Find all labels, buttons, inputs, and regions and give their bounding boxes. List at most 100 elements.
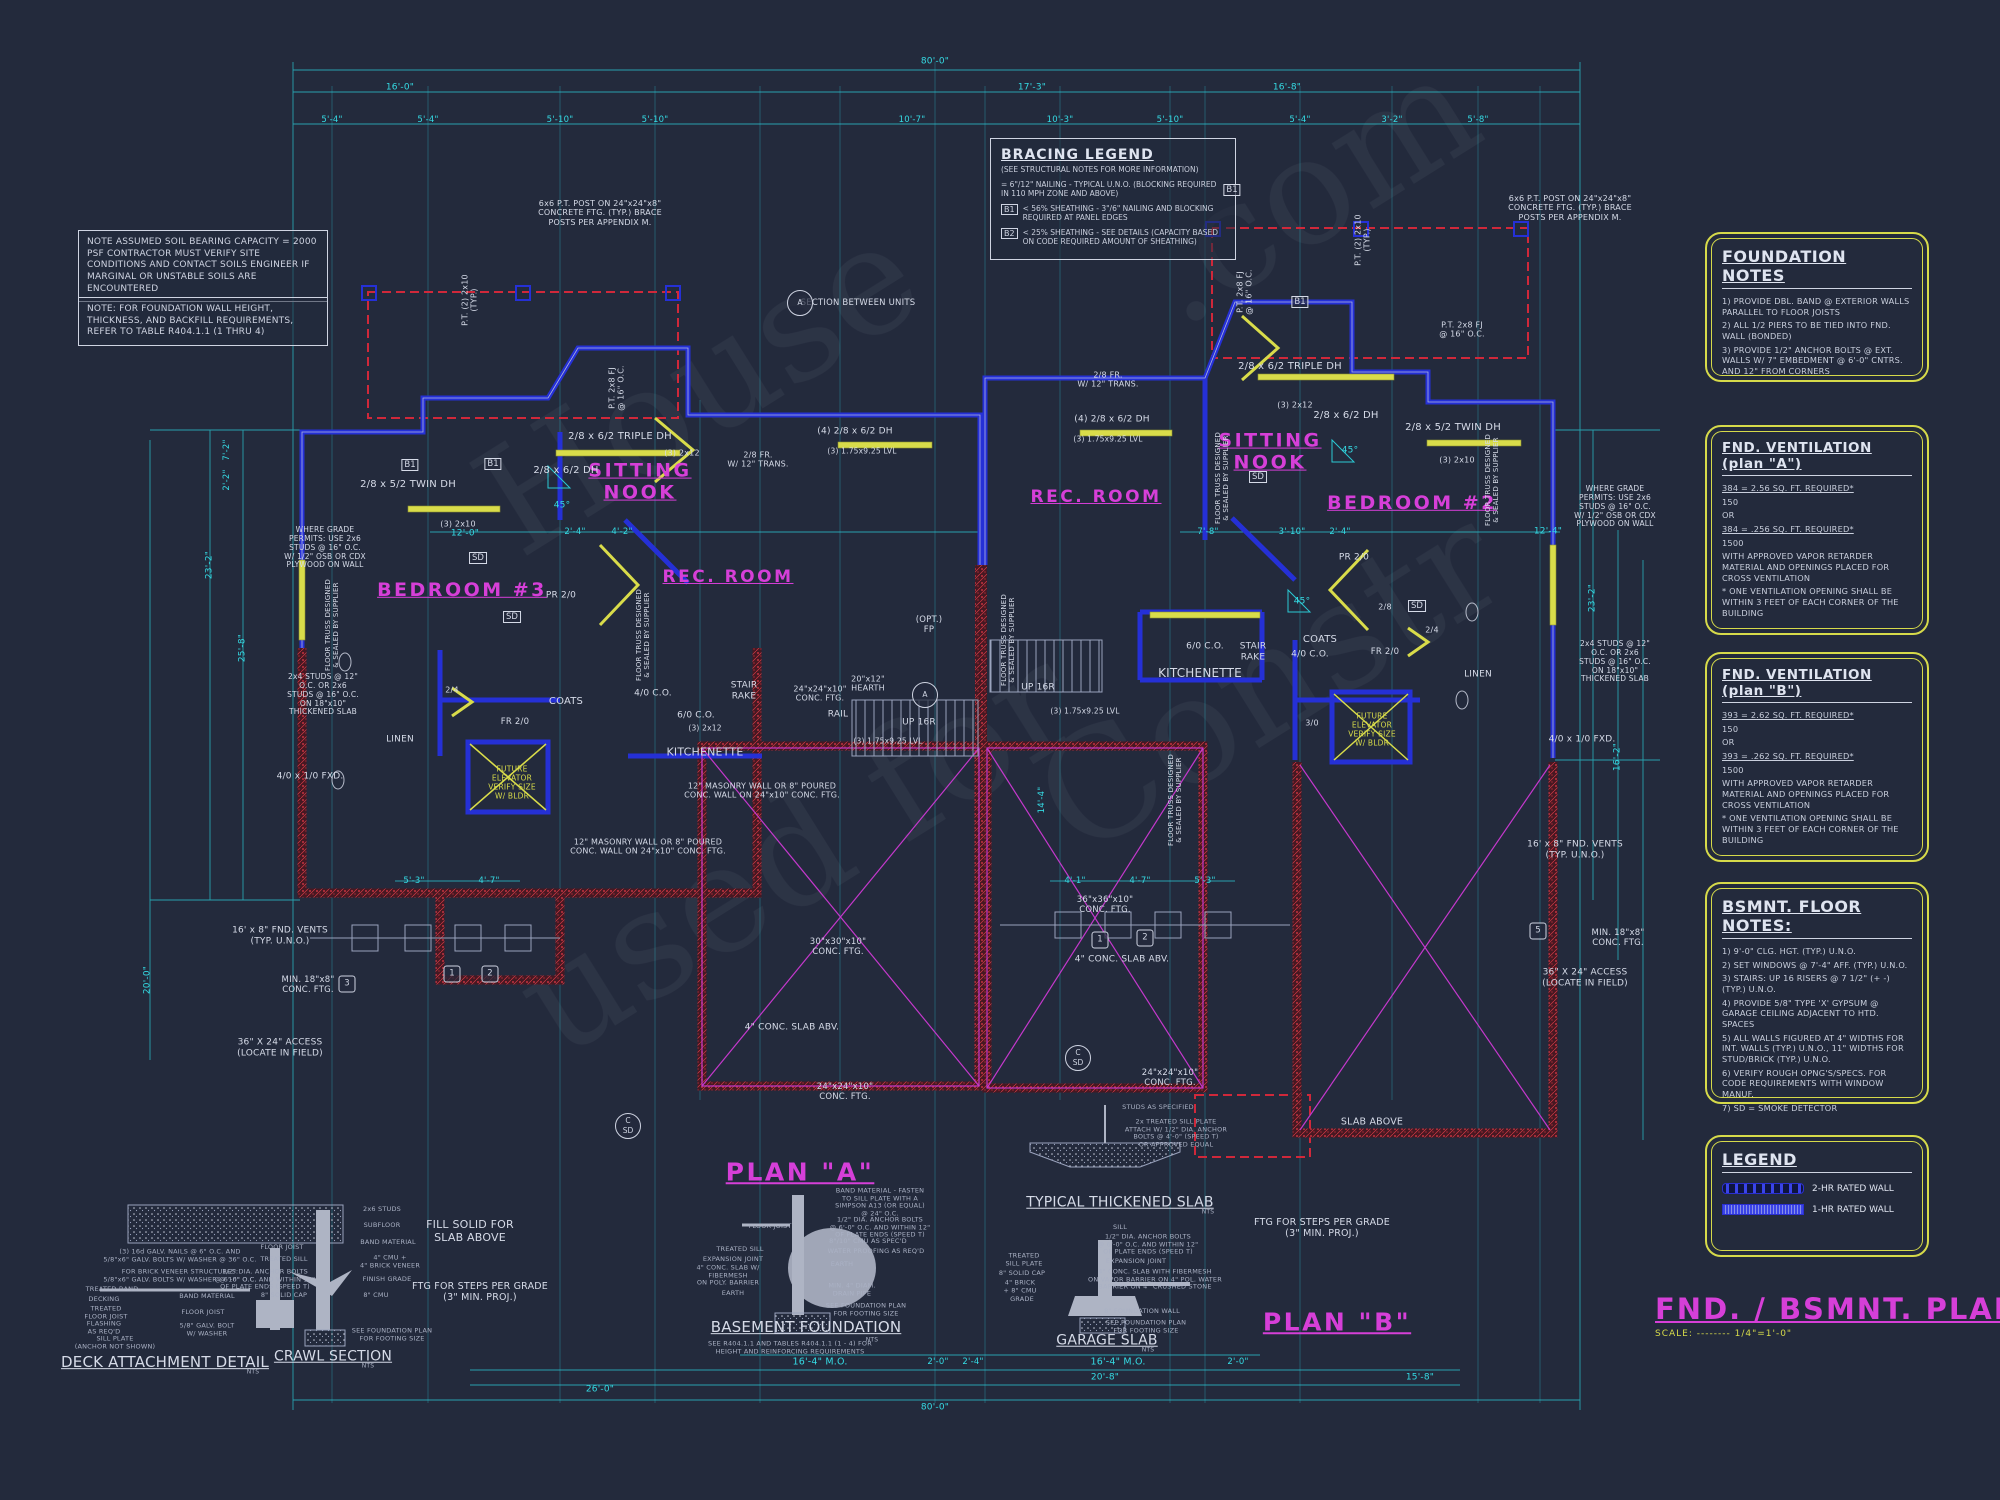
plan-annotation: P.T. 2x8 FJ @ 16" O.C.: [1439, 320, 1485, 339]
plan-annotation: (3) 2x10: [1439, 455, 1475, 465]
section-marker: A: [912, 682, 938, 708]
plan-annotation: FLOOR TRUSS DESIGNED & SEALED BY SUPPLIE…: [1166, 754, 1183, 846]
bracing-legend-items: = 6"/12" NAILING - TYPICAL U.N.O. (BLOCK…: [1001, 180, 1225, 246]
2hr-wall-swatch: [1722, 1183, 1804, 1194]
plan-annotation: 2/8 FR. W/ 12" TRANS.: [1077, 370, 1139, 389]
fnd-ventilation-b-panel: FND. VENTILATION (plan "B") 393 = 2.62 S…: [1705, 652, 1929, 862]
bracing-text: < 25% SHEATHING - SEE DETAILS (CAPACITY …: [1022, 227, 1218, 246]
plan-annotation: TREATED BAND: [85, 1285, 139, 1294]
dimension-label: 5'-8": [1467, 114, 1489, 125]
dimension-label: 10'-7": [898, 114, 926, 125]
plan-annotation: 8"/10" CMU AS SPEC'D: [829, 1237, 907, 1246]
dimension-label: 5'-4": [321, 114, 343, 125]
foundation-wall-note: NOTE: FOR FOUNDATION WALL HEIGHT, THICKN…: [78, 297, 328, 347]
section-marker: C SD: [1065, 1045, 1091, 1071]
note-line: OR: [1722, 737, 1735, 748]
plan-annotation: (OPT.) FP: [915, 614, 943, 635]
pier-tag: 2: [1136, 929, 1154, 947]
plan-annotation: TREATED SILL PLATE: [1005, 1251, 1043, 1267]
sheet-title: FND. / BSMNT. PLAN: [1655, 1292, 2000, 1326]
dimension-label: 2'-4": [564, 526, 586, 537]
plan-annotation: 1/2" DIA. ANCHOR BOLTS @ 6'-0" O.C. AND …: [214, 1267, 316, 1291]
note-line: 150: [1722, 723, 1739, 734]
plan-annotation: STAIR RAKE: [1239, 641, 1267, 662]
bsmnt-floor-notes-panel: BSMNT. FLOOR NOTES: 1) 9'-0" CLG. HGT. (…: [1705, 882, 1929, 1113]
note-line: 393 = 2.62 SQ. FT. REQUIRED*: [1722, 710, 1854, 720]
plan-annotation: BAND MATERIAL: [360, 1238, 416, 1247]
plan-annotation: TREATED FLOOR JOIST: [84, 1304, 128, 1320]
dimension-label: 7'-2": [221, 439, 232, 461]
note-line: * ONE VENTILATION OPENING SHALL BE WITHI…: [1722, 586, 1899, 618]
bracing-tag: B1: [1223, 184, 1241, 196]
note-line: OR: [1722, 510, 1735, 521]
pier-tag: 5: [1529, 922, 1547, 940]
smoke-detector-tag: SD: [503, 611, 521, 623]
bracing-tag: B1: [484, 458, 502, 470]
plan-annotation: RAIL: [827, 709, 849, 720]
plan-annotation: 20"x12" HEARTH: [851, 674, 885, 693]
dimension-label: 2'-2": [221, 469, 232, 491]
plan-annotation: PR 2/0: [545, 590, 577, 601]
plan-annotation: 6/0 C.O.: [677, 710, 715, 721]
plan-annotation: UP 16R: [1021, 682, 1055, 693]
dimension-label: 45°: [1341, 445, 1359, 456]
plan-annotation: SEE FOUNDATION PLAN FOR FOOTING SIZE: [825, 1301, 907, 1317]
dimension-label: 16'-4" M.O.: [1090, 1356, 1146, 1368]
plan-annotation: 6x6 P.T. POST ON 24"x24"x8" CONCRETE FTG…: [1508, 193, 1632, 222]
dimension-label: 2'-0": [927, 1356, 949, 1367]
bracing-item: B1< 56% SHEATHING - 3"/6" NAILING AND BL…: [1001, 203, 1225, 223]
dimension-label: 4'-7": [478, 875, 500, 886]
plan-annotation: SUBFLOOR: [363, 1221, 401, 1230]
plan-annotation: 2/8: [1378, 602, 1392, 612]
plan-annotation: FLOOR TRUSS DESIGNED & SEALED BY SUPPLIE…: [634, 589, 651, 681]
room-label: REC. ROOM: [1030, 486, 1162, 507]
plan-annotation: 2x TREATED SILL PLATE ATTACH W/ 1/2" DIA…: [1124, 1117, 1228, 1149]
dimension-label: 80'-0": [920, 1402, 950, 1413]
plan-annotation: FLOOR TRUSS DESIGNED & SEALED BY SUPPLIE…: [1213, 432, 1230, 524]
note-line: 1) 9'-0" CLG. HGT. (TYP.) U.N.O.: [1722, 946, 1856, 956]
plan-annotation: 8" SOLID CAP: [260, 1291, 308, 1300]
dimension-label: 14'-4": [1036, 786, 1047, 814]
plan-annotation: TYPICAL THICKENED SLAB: [1026, 1194, 1214, 1211]
plan-annotation: CRAWL SECTION: [273, 1348, 393, 1365]
note-line: 2) SET WINDOWS @ 7'-4" AFF. (TYP.) U.N.O…: [1722, 959, 1908, 970]
plan-annotation: (4) 2/8 x 6/2 DH: [1074, 414, 1150, 425]
plan-annotation: P.T. 2x8 FJ @ 16" O.C.: [607, 365, 626, 411]
plan-annotation: (3) 2x12: [1277, 400, 1313, 410]
plan-annotation: 4/0 x 1/0 FXD.: [276, 771, 344, 782]
plan-annotation: 2/8 x 6/2 DH: [533, 465, 599, 477]
fnd-ventilation-a-panel: FND. VENTILATION (plan "A") 384 = 2.56 S…: [1705, 425, 1929, 635]
note-line: 6) VERIFY ROUGH OPNG'S/SPECS. FOR CODE R…: [1722, 1067, 1887, 1099]
plan-annotation: 16' x 8" FND. VENTS (TYP. U.N.O.): [232, 925, 328, 946]
plan-annotation: (3) 2x12: [664, 448, 700, 458]
room-label: SITTING NOOK: [1218, 429, 1322, 474]
note-line: 3) STAIRS: UP 16 RISERS @ 7 1/2" (+ -) (…: [1722, 973, 1890, 994]
plan-annotation: 16' x 8" FND. VENTS (TYP. U.N.O.): [1527, 839, 1623, 860]
plan-annotation: FINISH GRADE: [362, 1275, 412, 1284]
plan-annotation: P.T. 2x8 FJ @ 16" O.C.: [1235, 269, 1254, 315]
plan-annotation: FLOOR JOIST: [260, 1243, 304, 1252]
plan-annotation: 30"x30"x10" CONC. FTG.: [809, 936, 867, 957]
plan-annotation: 2/8 x 6/2 TRIPLE DH: [1238, 361, 1342, 373]
plan-annotation: 36" X 24" ACCESS (LOCATE IN FIELD): [237, 1037, 323, 1058]
detail-sketches: [100, 1105, 1190, 1347]
dimension-label: 26'-0": [585, 1384, 615, 1395]
plan-annotation: FLOOR TRUSS DESIGNED & SEALED BY SUPPLIE…: [1483, 434, 1500, 526]
plan-annotation: FLASHING AS REQ'D: [86, 1319, 122, 1335]
dimension-label: 16'-0": [385, 82, 415, 93]
plan-annotation: FTG FOR STEPS PER GRADE (3" MIN. PROJ.): [411, 1280, 549, 1303]
dimension-label: 12'-0": [450, 528, 480, 539]
plan-annotation: 24"x24"x10" CONC. FTG.: [816, 1081, 874, 1102]
dimension-label: 5'-4": [1289, 114, 1311, 125]
plan-annotation: 2/8 x 5/2 TWIN DH: [360, 479, 456, 491]
dimension-label: 5'-10": [546, 114, 574, 125]
plan-annotation: EARTH: [721, 1289, 745, 1298]
room-label: PLAN "B": [1262, 1307, 1412, 1337]
plan-annotation: 3/0: [1305, 718, 1319, 728]
room-label: REC. ROOM: [662, 566, 794, 587]
plan-annotation: MIN. 18"x8" CONC. FTG.: [281, 974, 335, 995]
plan-annotation: FR 2/0: [1370, 646, 1400, 657]
bsmnt-floor-notes-list: 1) 9'-0" CLG. HGT. (TYP.) U.N.O. 2) SET W…: [1722, 946, 1912, 1113]
